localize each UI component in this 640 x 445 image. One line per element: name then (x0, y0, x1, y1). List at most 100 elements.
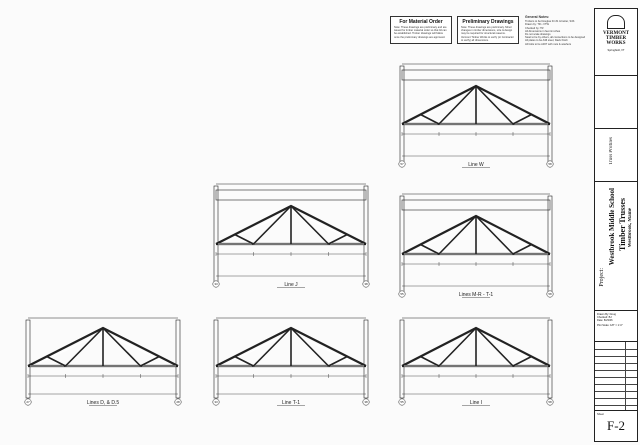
column-left (399, 195, 405, 293)
revision-cell (595, 342, 637, 411)
project-name: Westbrook Middle School (608, 188, 616, 266)
sheet-cell: Sheet F-2 (595, 411, 637, 441)
column-left (213, 185, 219, 283)
grid-bubble-left-label: 57 (400, 162, 404, 166)
web-member (438, 215, 477, 255)
grid-bubble-right-label: 38 (364, 400, 368, 404)
general-note-line: Timbers to be Douglas Fir #1 & better, S… (525, 20, 575, 24)
grid-bubble-left (398, 290, 406, 298)
grid-bubble-right-label: 58 (548, 162, 552, 166)
roof-deck (215, 189, 367, 201)
column-right (363, 319, 369, 399)
web-member (420, 113, 440, 125)
general-note-line: Do not scale drawings (525, 33, 551, 37)
project-location: Westbrook, Maine (628, 208, 633, 248)
revision-row-line (595, 356, 637, 357)
vtw-logo-mark (607, 15, 625, 29)
truss-label: Line T-1 (282, 400, 300, 406)
column-right (547, 65, 553, 163)
web-member (102, 327, 142, 367)
grid-bubble-right (362, 398, 370, 406)
web-member (475, 327, 514, 367)
grid-bubble-right (174, 398, 182, 406)
revision-row-line (595, 405, 637, 406)
roof-deck (401, 69, 551, 81)
grid-bubble-right-label: 58 (548, 292, 552, 296)
web-member (420, 355, 440, 367)
logo-text-line1: VERMONT (602, 31, 630, 36)
truss-label: Line J (284, 282, 298, 288)
grid-bubble-left-label: 33 (214, 400, 218, 404)
revision-row-line (595, 377, 637, 378)
general-note-line: All dimensions in feet & inches (525, 29, 561, 33)
web-member (512, 243, 532, 255)
web-member (328, 233, 348, 245)
grid-bubble-left-label: 55 (400, 400, 404, 404)
web-member (420, 243, 440, 255)
general-note-line: All plates to be A36 steel, black finish (525, 39, 568, 43)
column-left (213, 319, 219, 399)
project-subtitle: Timber Trusses (618, 198, 627, 251)
grid-bubble-right (546, 290, 554, 298)
web-member (140, 355, 160, 367)
logo-text-line3: WORKS (606, 41, 626, 46)
general-notes-title: General Notes: (525, 15, 550, 19)
grid-bubble-left (24, 398, 32, 406)
grid-bubble-left-label: 33 (214, 282, 218, 286)
general-note-line: Drawn by: TR • VTW (525, 23, 549, 27)
grid-bubble-left-label: 27 (26, 400, 30, 404)
column-right (175, 319, 181, 399)
truss-label: Line W (468, 162, 484, 168)
grid-bubble-right (546, 398, 554, 406)
title-block: VERMONT TIMBER WORKS Springfield, VT Tru… (594, 8, 638, 442)
drawn-by: Drawn By: Doug (597, 313, 616, 316)
web-member (46, 355, 66, 367)
material-order-title: For Material Order (399, 19, 443, 25)
web-member (290, 205, 330, 245)
section-label: Truss Profiles (609, 137, 614, 165)
logo-text-line2: TIMBER (605, 36, 627, 41)
column-left (399, 65, 405, 163)
web-member (64, 327, 104, 367)
web-member (328, 355, 348, 367)
grid-bubble-right-label: 38 (364, 282, 368, 286)
web-member (475, 215, 514, 255)
info-cell: Drawn By: Doug Checked: BJ Date: 8/23/06… (595, 311, 637, 342)
material-order-body: Note: These drawings are preliminary and… (394, 26, 447, 39)
general-notes: General Notes: Timbers to be Douglas Fir… (525, 15, 587, 46)
grid-bubble-right (546, 160, 554, 168)
column-left (25, 319, 31, 399)
checked-by: Checked: BJ (597, 316, 612, 319)
drawing-date: Date: 8/23/06 (597, 319, 613, 322)
grid-bubble-right-label: 28 (176, 400, 180, 404)
revision-row-line (595, 384, 637, 385)
truss-label: Lines M-R - T-1 (459, 292, 494, 298)
column-right (547, 195, 553, 293)
plot-scale: Plot Scale: 1/8" = 1'-0" (597, 324, 623, 327)
web-member (252, 205, 292, 245)
grid-bubble-right (362, 280, 370, 288)
logo-address: Springfield, VT (607, 49, 625, 52)
general-note-line: All bolts to be A307 with nuts & washers (525, 42, 571, 46)
sheet-label: Sheet (597, 413, 604, 416)
preliminary-body: Note: These drawings are preliminary. Mi… (461, 26, 514, 42)
column-right (547, 319, 553, 399)
general-note-line: Checked by: TR (525, 26, 544, 30)
project-cell: Project: Westbrook Middle School Timber … (595, 182, 637, 311)
grid-bubble-left (398, 398, 406, 406)
grid-bubble-left (398, 160, 406, 168)
column-right (363, 185, 369, 283)
grid-bubble-right-label: 58 (548, 400, 552, 404)
grid-bubble-left (212, 398, 220, 406)
web-member (438, 327, 477, 367)
revision-col-line (625, 342, 626, 410)
roof-deck (401, 199, 551, 211)
general-note-line: Steel to be by others, all connections t… (525, 36, 586, 40)
truss-label: Line I (470, 400, 482, 406)
revision-row-line (595, 391, 637, 392)
grid-bubble-left (212, 280, 220, 288)
project-label: Project: (599, 268, 605, 287)
revision-row-line (595, 349, 637, 350)
blank-cell (595, 76, 637, 129)
